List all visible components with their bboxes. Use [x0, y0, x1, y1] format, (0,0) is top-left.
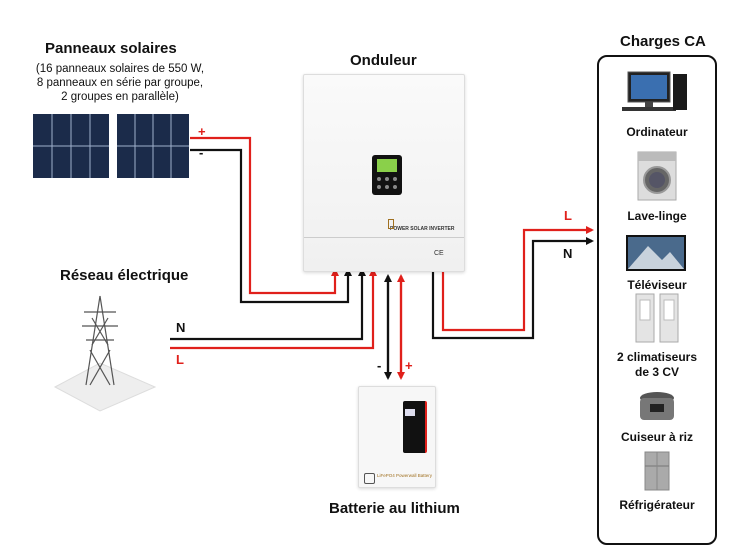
grid-line-label: L: [176, 352, 184, 367]
battery-title: Batterie au lithium: [329, 500, 460, 517]
load-neutral-label: N: [563, 246, 573, 261]
solar-plus-label: +: [198, 124, 206, 139]
load-line-wire: [441, 226, 594, 332]
solar-minus-label: -: [199, 145, 204, 160]
load-label-tv: Téléviseur: [627, 278, 687, 292]
load-label-washing-machine: Lave-linge: [627, 209, 687, 223]
load-neutral-wire: [431, 237, 594, 340]
battery-brand: LiFePO4 Powerwall Battery: [377, 473, 433, 478]
inverter-unit: POWER SOLAR INVERTER CE: [303, 74, 465, 272]
grid-neutral-wire: [170, 268, 366, 341]
solar-positive-wire: [190, 136, 339, 295]
grid-line-wire: [170, 268, 377, 350]
inverter-title: Onduleur: [350, 52, 417, 69]
load-label-refrigerator: Réfrigérateur: [619, 498, 695, 512]
solar-detail-line: (16 panneaux solaires de 550 W,: [35, 63, 205, 75]
solar-detail-line: 8 panneaux en série par groupe,: [36, 77, 204, 89]
solar-title: Panneaux solaires: [45, 40, 177, 57]
grid-neutral-label: N: [176, 320, 186, 335]
load-line-label: L: [564, 208, 572, 223]
loads-box: [597, 55, 717, 545]
loads-title: Charges CA: [620, 33, 706, 50]
solar-negative-wire: [190, 148, 352, 304]
load-label-air-conditioners: 2 climatiseurs de 3 CV: [616, 350, 698, 379]
ce-mark: CE: [434, 250, 444, 257]
battery-logo-icon: [364, 473, 375, 484]
solar-details: (16 panneaux solaires de 550 W, 8 pannea…: [20, 62, 220, 104]
solar-detail-line: 2 groupes en parallèle): [61, 91, 179, 103]
inverter-display: [372, 155, 402, 195]
grid-title: Réseau électrique: [60, 267, 189, 284]
battery-plus-label: +: [405, 358, 413, 373]
inverter-brand: POWER SOLAR INVERTER: [390, 226, 455, 232]
load-label-computer: Ordinateur: [626, 125, 688, 139]
house-logo-icon: [388, 219, 394, 229]
battery-minus-label: -: [377, 358, 382, 373]
load-label-rice-cooker: Cuiseur à riz: [620, 430, 694, 444]
battery-unit: LiFePO4 Powerwall Battery: [358, 386, 436, 488]
